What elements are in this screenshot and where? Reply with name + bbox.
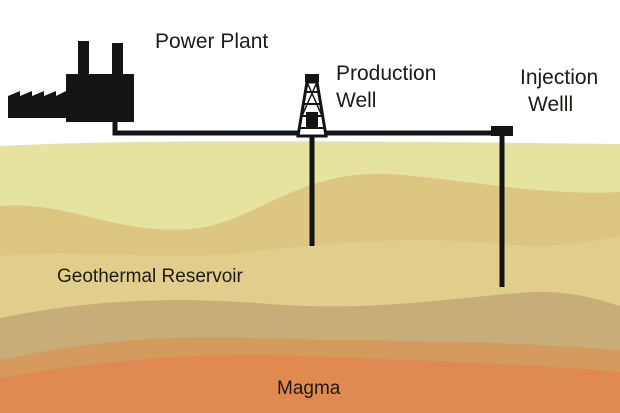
production-well-label-line1: Production: [336, 62, 436, 85]
injection-well-label-line2: Welll: [528, 93, 573, 116]
factory-icon: [8, 41, 134, 122]
power-plant-label: Power Plant: [155, 30, 268, 53]
magma-label: Magma: [277, 378, 341, 399]
production-well-label-line2: Well: [336, 89, 376, 112]
injection-well-label-line1: Injection: [520, 66, 598, 89]
wellhead-icon: [491, 126, 513, 136]
drilling-rig-icon: [296, 74, 328, 138]
magma-layer: [0, 354, 620, 413]
surface-pipe: [112, 115, 503, 136]
geothermal-reservoir-label: Geothermal Reservoir: [57, 266, 244, 287]
